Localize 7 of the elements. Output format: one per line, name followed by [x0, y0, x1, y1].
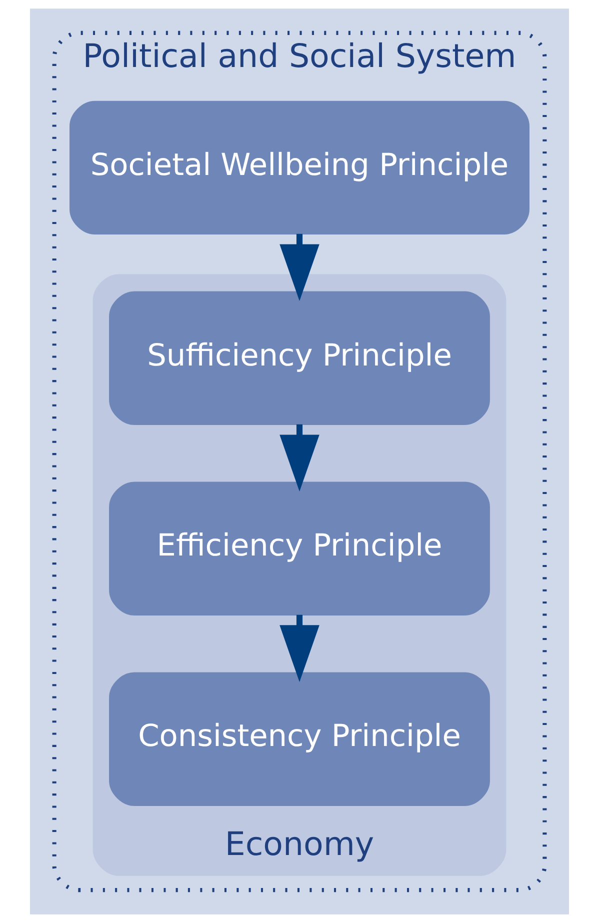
arrow: [279, 614, 319, 682]
arrow: [279, 424, 319, 492]
arrow: [279, 234, 319, 302]
node-box: Efficiency Principle: [108, 482, 490, 616]
node-box: Sufficiency Principle: [108, 291, 490, 426]
node-box: Societal Wellbeing Principle: [69, 100, 529, 235]
node-box: Consistency Principle: [108, 672, 490, 806]
